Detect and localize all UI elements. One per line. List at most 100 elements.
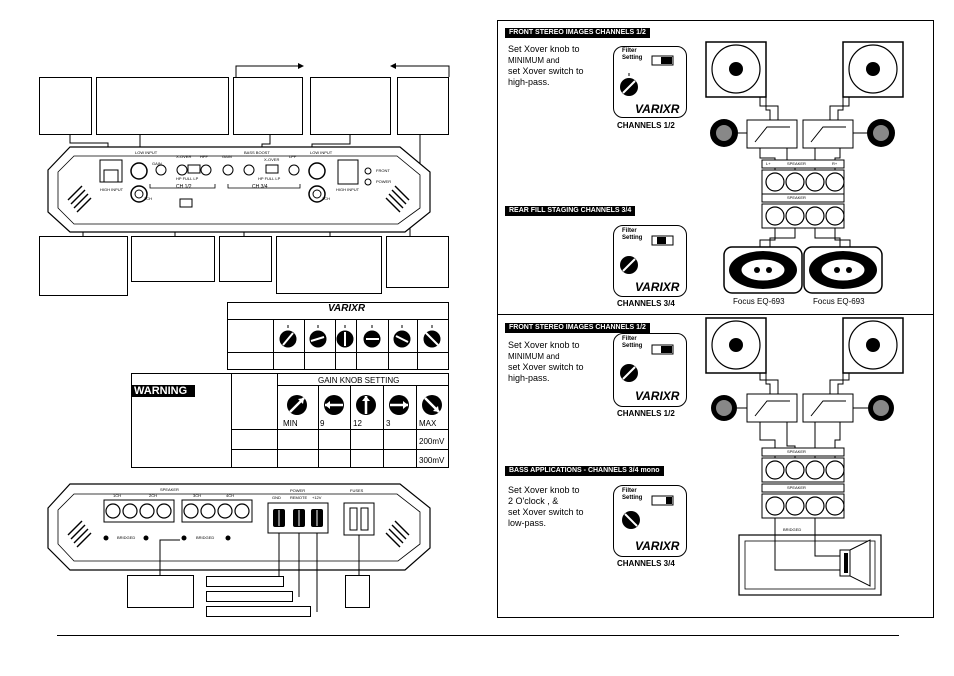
label-full-lp-1: HP FULL LP (176, 176, 199, 181)
callout-box-7 (131, 236, 215, 282)
page-bottom-rule (57, 635, 899, 636)
varixr-logo-table: VARIXR (328, 303, 366, 314)
speaker-label-bot-1: SPEAKER (787, 449, 806, 454)
gain-setting-9: 9 (320, 419, 325, 428)
section-header-bass: BASS APPLICATIONS - CHANNELS 3/4 mono (505, 466, 664, 476)
callout-box-14 (206, 606, 311, 617)
callout-box-12 (206, 576, 284, 587)
label-high-input-left: HIGH INPUT (100, 187, 124, 192)
instr-top-1-1: MINIMUM and (508, 56, 560, 65)
label-hpf: HPF (200, 154, 208, 159)
speaker-name-1: Focus EQ-693 (733, 297, 785, 306)
label-xover-1: X-OVER (176, 154, 192, 159)
label-fuses: FUSES (350, 488, 364, 493)
label-plus12v: +12V (312, 495, 322, 500)
filter-setting-label-4: Filter Setting (622, 488, 643, 501)
callout-box-15 (345, 575, 370, 608)
varixr-logo-1: VARIXR (635, 102, 680, 116)
callout-box-11 (127, 575, 194, 608)
label-speaker: SPEAKER (160, 487, 179, 492)
label-gnd: GND (272, 495, 281, 500)
varixr-logo-2: VARIXR (635, 280, 680, 294)
speaker-label-bot-2: SPEAKER (787, 485, 806, 490)
label-ch34: CH 3/4 (252, 184, 268, 190)
label-xover-2: X-OVER (264, 157, 280, 162)
section-header-rear: REAR FILL STAGING CHANNELS 3/4 (505, 206, 636, 216)
gain-setting-max: MAX (419, 419, 437, 428)
instr-bot-2-1: 2 O'clock , & (508, 496, 559, 506)
section-header-front-1: FRONT STEREO IMAGES CHANNELS 1/2 (505, 28, 650, 38)
amp-bottom-diagram (47, 483, 431, 612)
label-high-input-right: HIGH INPUT (336, 187, 360, 192)
label-4ch: 4CH (226, 493, 235, 498)
gain-knob-icons-large (287, 395, 442, 415)
callout-box-13 (206, 591, 293, 602)
right-panel-divider (497, 314, 934, 315)
speaker-label-top-2: SPEAKER (787, 195, 806, 200)
instr-bot-2-2: set Xover switch to (508, 507, 584, 517)
callout-box-9 (276, 236, 382, 294)
instr-bot-2-3: low-pass. (508, 518, 547, 528)
callout-box-6 (39, 236, 128, 296)
callout-box-8 (219, 236, 272, 282)
label-full-lp-2: HP FULL LP (258, 176, 281, 181)
label-1ch: 1CH (113, 493, 122, 498)
terminal-r-plus-top: R+ (832, 161, 838, 166)
channels-label-2: CHANNELS 3/4 (617, 299, 675, 308)
varixr-logo-3: VARIXR (635, 389, 680, 403)
terminal-l-plus-top: L+ (766, 161, 771, 166)
callout-box-2 (96, 77, 229, 135)
label-bridged-1: BRIDGED (117, 535, 136, 540)
instr-bot-1-3: high-pass. (508, 373, 550, 383)
label-2ch-bottom: 2CH (149, 493, 158, 498)
varixr-logo-4: VARIXR (635, 539, 680, 553)
filter-setting-label-3: Filter Setting (622, 336, 643, 349)
warning-label: WARNING (131, 385, 195, 397)
gain-value-200mv: 200mV (419, 437, 445, 446)
gain-table-title: GAIN KNOB SETTING (318, 376, 400, 385)
instr-bot-1-0: Set Xover knob to (508, 340, 580, 350)
gain-value-300mv: 300mV (419, 456, 445, 465)
speaker-label-top-1: SPEAKER (787, 161, 806, 166)
gain-setting-12: 12 (353, 419, 362, 428)
callout-box-5 (397, 77, 449, 135)
instr-top-1-0: Set Xover knob to (508, 44, 580, 54)
instr-top-1-2: set Xover switch to (508, 66, 584, 76)
label-gain-2: GAIN (222, 154, 232, 159)
callout-box-10 (386, 236, 449, 288)
instr-bot-1-1: MINIMUM and (508, 352, 560, 361)
label-bridged-2: BRIDGED (196, 535, 215, 540)
label-front-led: FRONT (376, 168, 390, 173)
instr-bot-1-2: set Xover switch to (508, 362, 584, 372)
gain-setting-3: 3 (386, 419, 391, 428)
label-2ch-left: 2CH (144, 196, 153, 201)
label-3ch: 3CH (193, 493, 202, 498)
label-bass-boost: BASS BOOST (244, 150, 270, 155)
right-panel-frame (497, 20, 934, 618)
label-gain-1: GAIN (152, 161, 162, 166)
label-low-input-right: LOW INPUT (310, 150, 333, 155)
gain-knob-icons-row (279, 325, 441, 348)
channels-label-4: CHANNELS 3/4 (617, 559, 675, 568)
speaker-name-2: Focus EQ-693 (813, 297, 865, 306)
callout-box-4 (310, 77, 391, 135)
filter-setting-label-1: Filter Setting (622, 48, 643, 61)
callout-box-3 (233, 77, 303, 135)
bridged-label-bass: BRIDGED (783, 527, 802, 532)
amp-top-diagram (47, 63, 450, 236)
label-lpf: LPF (289, 154, 297, 159)
section-header-front-2: FRONT STEREO IMAGES CHANNELS 1/2 (505, 323, 650, 333)
label-2ch-right: 2CH (322, 196, 331, 201)
filter-setting-label-2: Filter Setting (622, 228, 643, 241)
label-remote: REMOTE (290, 495, 308, 500)
label-ch12: CH 1/2 (176, 184, 192, 190)
instr-bot-2-0: Set Xover knob to (508, 485, 580, 495)
channels-label-1: CHANNELS 1/2 (617, 121, 675, 130)
callout-box-1 (39, 77, 92, 135)
gain-setting-min: MIN (283, 419, 298, 428)
